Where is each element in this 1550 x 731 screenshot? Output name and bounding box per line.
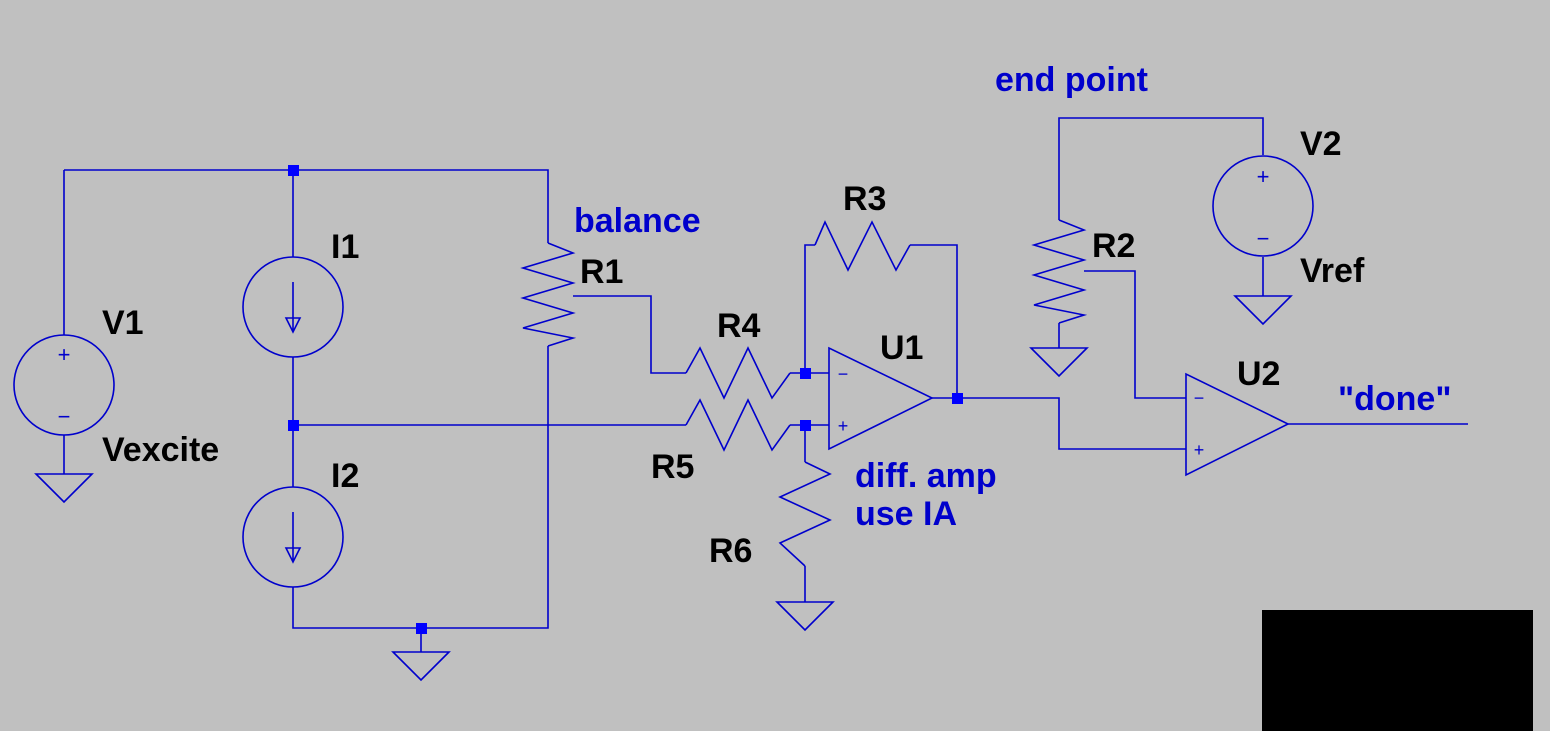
ground-icon xyxy=(775,601,835,632)
label-v2: V2 xyxy=(1300,125,1342,163)
current-source-i2 xyxy=(242,486,344,588)
junction-dot xyxy=(952,393,963,404)
plus-sign: + xyxy=(838,416,849,436)
label-v2-value: Vref xyxy=(1300,252,1365,290)
ground-icon xyxy=(391,651,451,682)
label-r1: R1 xyxy=(580,253,623,291)
voltage-source-v1: + − xyxy=(13,334,115,436)
junction-dot xyxy=(416,623,427,634)
label-i1: I1 xyxy=(331,228,359,266)
label-u2: U2 xyxy=(1237,355,1280,393)
label-u1: U1 xyxy=(880,329,923,367)
wire-top-rail xyxy=(64,169,549,243)
voltage-source-v2: + − xyxy=(1212,155,1314,257)
arrow-down-icon xyxy=(284,512,302,564)
junction-dot xyxy=(288,420,299,431)
opamp-u2: − + xyxy=(1185,372,1290,477)
wire-r1-wiper xyxy=(573,295,686,374)
label-r4: R4 xyxy=(717,307,761,345)
component-labels: V1 Vexcite I1 I2 R1 R3 R4 R5 R6 U1 R2 V2… xyxy=(102,125,1365,570)
plus-sign: + xyxy=(1257,164,1270,189)
annotations: balance end point diff. amp use IA "done… xyxy=(574,61,1451,533)
label-r5: R5 xyxy=(651,448,694,486)
wire-r3-left xyxy=(804,244,815,373)
label-v1-value: Vexcite xyxy=(102,431,219,469)
note-diff-amp: diff. amp xyxy=(855,457,997,495)
plus-sign: + xyxy=(58,342,71,367)
resistor-r4 xyxy=(685,346,791,400)
minus-sign: − xyxy=(838,364,849,384)
plus-sign: + xyxy=(1194,440,1205,460)
note-balance: balance xyxy=(574,202,701,240)
junctions xyxy=(288,165,963,634)
resistor-r1 xyxy=(520,242,577,347)
resistor-r2 xyxy=(1031,219,1088,324)
label-v1: V1 xyxy=(102,304,144,342)
resistor-r3 xyxy=(814,220,911,272)
minus-sign: − xyxy=(58,404,71,429)
note-use-ia: use IA xyxy=(855,495,957,533)
ground-icon xyxy=(1029,347,1089,378)
wire-r2-wiper xyxy=(1084,270,1186,399)
redaction-box xyxy=(1262,610,1533,731)
junction-dot xyxy=(800,368,811,379)
minus-sign: − xyxy=(1194,388,1205,408)
junction-dot xyxy=(800,420,811,431)
minus-sign: − xyxy=(1257,226,1270,251)
current-source-i1 xyxy=(242,256,344,358)
label-r6: R6 xyxy=(709,532,752,570)
label-r3: R3 xyxy=(843,180,886,218)
resistor-r6 xyxy=(778,461,832,567)
junction-dot xyxy=(288,165,299,176)
ground-icon xyxy=(1233,295,1293,326)
ground-icon xyxy=(34,473,94,504)
grounds xyxy=(34,295,1293,682)
opamp-u1: − + xyxy=(828,346,934,451)
arrow-down-icon xyxy=(284,282,302,334)
net-label-done: "done" xyxy=(1338,380,1451,418)
wire-endpoint-loop xyxy=(1058,117,1264,220)
wire-r3-right xyxy=(910,244,958,398)
resistor-r5 xyxy=(685,398,791,452)
label-r2: R2 xyxy=(1092,227,1135,265)
wire-u1-out xyxy=(932,397,1186,450)
label-i2: I2 xyxy=(331,457,359,495)
note-end-point: end point xyxy=(995,61,1148,99)
